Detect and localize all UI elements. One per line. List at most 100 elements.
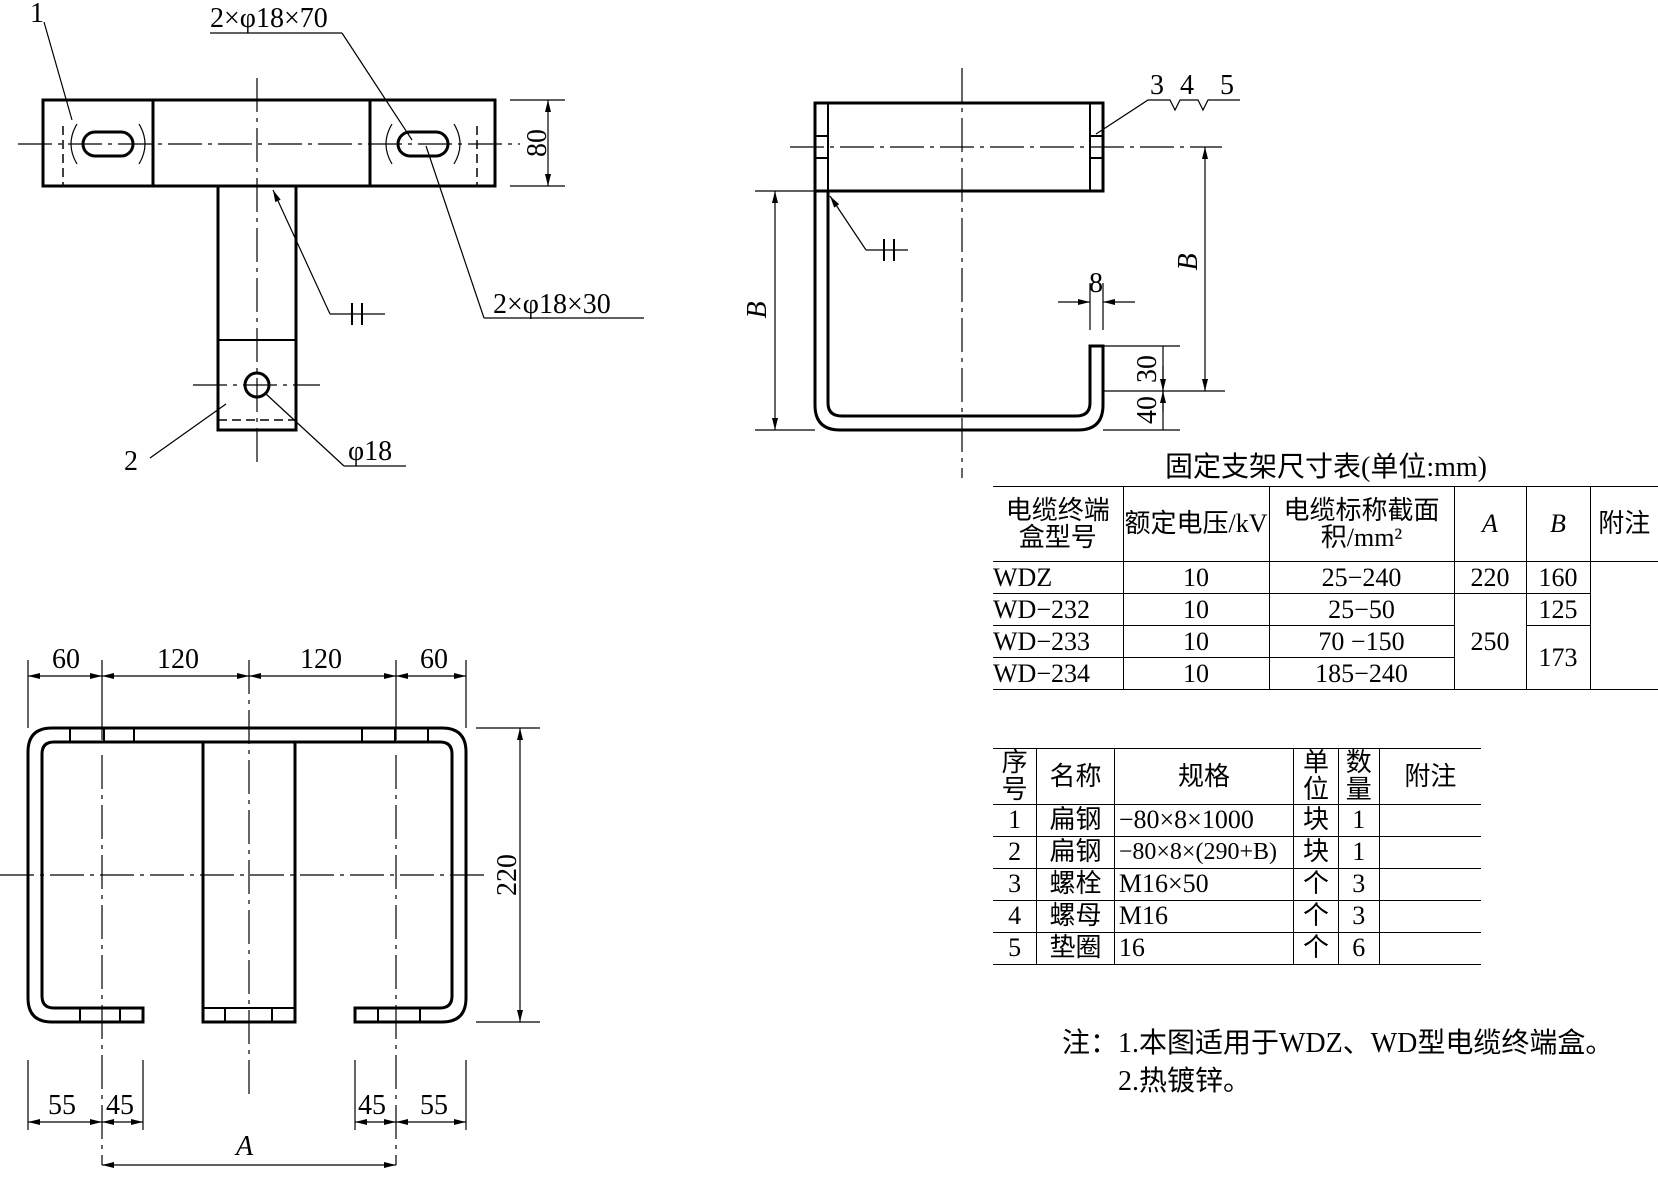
cell-section: 70 −150 [1268,625,1455,658]
header-voltage: 额定电压/kV [1122,486,1270,562]
cell-note [1378,899,1481,933]
top-view: 1 2×φ18×70 2×φ18×30 φ18 2 80 [18,0,644,477]
dim-top-120-left: 120 [157,644,199,675]
cell-qty: 1 [1337,803,1380,837]
cell-no: 3 [993,867,1038,901]
cell-section: 25−240 [1268,561,1455,594]
header-no: 序号 [993,748,1038,805]
callout-part-5: 5 [1220,70,1234,101]
note-line-1: 注：1.本图适用于WDZ、WD型电缆终端盒。 [1062,1028,1614,1059]
cell-spec: M16 [1113,899,1295,933]
header-spec: 规格 [1113,748,1295,805]
header-a: A [1453,486,1527,562]
cell-model: WDZ [993,561,1124,594]
cell-note [1378,867,1481,901]
cell-no: 5 [993,931,1038,965]
table-row: 5 垫圈 16 个 6 [993,931,1481,965]
cell-spec: −80×8×(290+B) [1113,835,1295,869]
cell-section: 25−50 [1268,593,1455,626]
hole-label-short: 2×φ18×30 [493,289,611,320]
slot-left [62,123,146,186]
dim-40: 40 [1132,396,1163,424]
dim-top-60-right: 60 [420,644,448,675]
dim-bottom-45-left: 45 [106,1090,134,1121]
cell-unit: 个 [1293,899,1339,933]
cell-unit: 个 [1293,867,1339,901]
dim-80: 80 [522,129,553,157]
cell-spec: M16×50 [1113,867,1295,901]
plan-view: 60 120 120 60 220 55 45 45 55 A [0,644,540,1168]
side-view: 3 4 5 B B 8 30 40 [742,68,1240,478]
header-note: 附注 [1378,748,1481,805]
cell-a: 220 [1453,561,1527,594]
table-row: 2 扁钢 −80×8×(290+B) 块 1 [993,835,1481,869]
cell-note [1378,931,1481,965]
notes: 注：1.本图适用于WDZ、WD型电缆终端盒。 2.热镀锌。 [1062,1025,1613,1101]
table-row: 1 扁钢 −80×8×1000 块 1 [993,803,1481,837]
cell-unit: 块 [1293,803,1339,837]
cell-a: 250 [1453,593,1527,690]
dim-30: 30 [1132,355,1163,383]
size-table-header: 电缆终端盒型号 额定电压/kV 电缆标称截面积/mm² A B 附注 [993,486,1658,562]
dim-8: 8 [1089,268,1103,299]
callout-part-4: 4 [1180,70,1194,101]
cell-qty: 3 [1337,899,1380,933]
dim-top-60-left: 60 [52,644,80,675]
callout-2: 2 [124,446,138,477]
table-row: 4 螺母 M16 个 3 [993,899,1481,933]
cell-qty: 1 [1337,835,1380,869]
cell-note [1378,835,1481,869]
cell-voltage: 10 [1122,561,1270,594]
cell-note [1589,561,1658,690]
cell-name: 螺母 [1036,899,1115,933]
header-model: 电缆终端盒型号 [993,486,1124,562]
cell-qty: 6 [1337,931,1380,965]
dim-bottom-55-left: 55 [48,1090,76,1121]
cell-spec: 16 [1113,931,1295,965]
cell-spec: −80×8×1000 [1113,803,1295,837]
cell-name: 扁钢 [1036,835,1115,869]
cell-unit: 块 [1293,835,1339,869]
cell-model: WD−232 [993,593,1124,626]
cell-model: WD−233 [993,625,1124,658]
note-line-2: 2.热镀锌。 [1118,1066,1252,1097]
header-section: 电缆标称截面积/mm² [1268,486,1455,562]
size-table: 电缆终端盒型号 额定电压/kV 电缆标称截面积/mm² A B 附注 WDZ 1… [993,486,1658,690]
dim-top-120-right: 120 [300,644,342,675]
cell-section: 185−240 [1268,657,1454,690]
size-table-title: 固定支架尺寸表(单位:mm) [1165,452,1487,483]
dim-bottom-55-right: 55 [420,1090,448,1121]
cell-no: 4 [993,899,1038,933]
cell-voltage: 10 [1122,625,1270,658]
cell-no: 1 [993,803,1038,837]
table-row: 3 螺栓 M16×50 个 3 [993,867,1481,901]
cell-note [1378,803,1481,837]
cell-qty: 3 [1337,867,1380,901]
cell-name: 垫圈 [1036,931,1115,965]
parts-table: 序号 名称 规格 单位 数量 附注 1 扁钢 −80×8×1000 块 1 2 … [993,748,1481,965]
cell-b: 160 [1525,561,1591,594]
header-b: B [1525,486,1591,562]
dim-a: A [234,1131,254,1162]
dim-bottom-45-right: 45 [358,1090,386,1121]
table-row: WD−233 10 70 −150 173 [993,625,1658,690]
cell-voltage: 10 [1122,657,1270,690]
cell-voltage: 10 [1122,593,1270,626]
slot-right [385,123,478,186]
table-row: WD−232 10 25−50 250 125 [993,593,1658,690]
dim-b-right: B [1173,253,1204,270]
header-note: 附注 [1589,486,1658,562]
cell-unit: 个 [1293,931,1339,965]
cell-no: 2 [993,835,1038,869]
cell-b: 173 [1525,625,1590,690]
callout-part-3: 3 [1150,70,1164,101]
header-name: 名称 [1036,748,1115,805]
table-row: WDZ 10 25−240 220 160 [993,561,1658,690]
parts-table-header: 序号 名称 规格 单位 数量 附注 [993,748,1481,805]
cell-name: 扁钢 [1036,803,1115,837]
header-qty: 数量 [1337,748,1380,805]
table-row: WD−234 10 185−240 [993,657,1658,690]
hole-label-round: φ18 [348,436,392,467]
dim-b-left: B [742,301,773,318]
